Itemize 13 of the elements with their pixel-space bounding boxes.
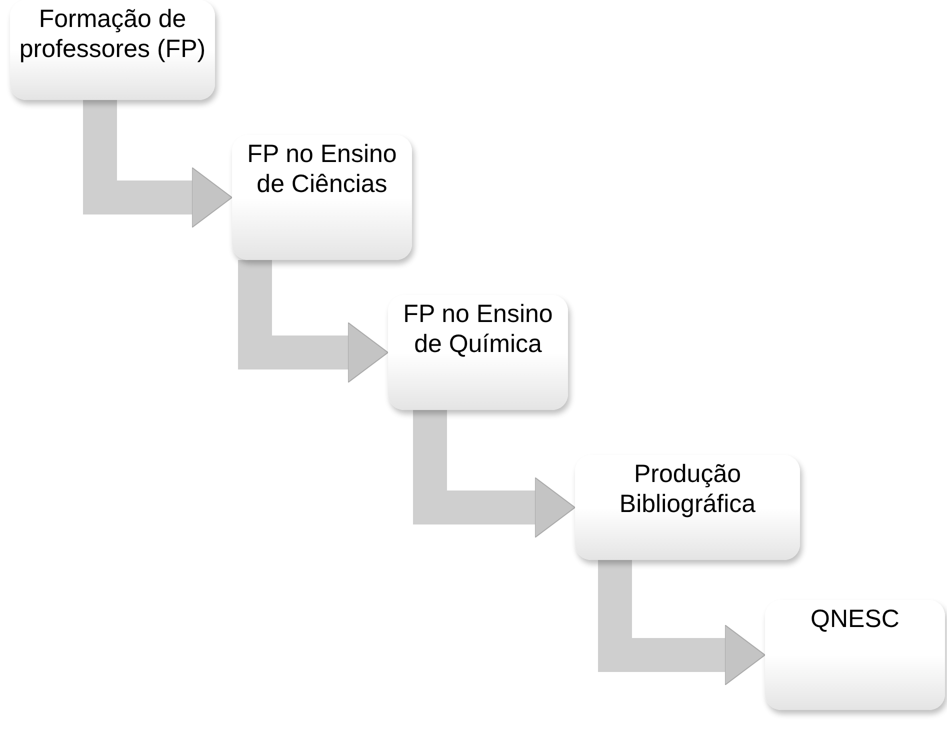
step-box [575, 455, 800, 560]
step-label: QNESC [810, 604, 900, 634]
step-box [765, 600, 945, 710]
step-label: Produção Bibliográfica [618, 459, 757, 519]
step-box [10, 0, 215, 100]
step-label: Formação de professores (FP) [18, 4, 207, 64]
bent-arrow [238, 260, 388, 383]
step-box [388, 295, 568, 410]
bent-arrow [413, 410, 576, 538]
step-label: FP no Ensino de Química [403, 299, 553, 359]
bent-arrow [83, 100, 232, 228]
step-label: FP no Ensino de Ciências [247, 139, 397, 199]
step-box [232, 135, 412, 260]
